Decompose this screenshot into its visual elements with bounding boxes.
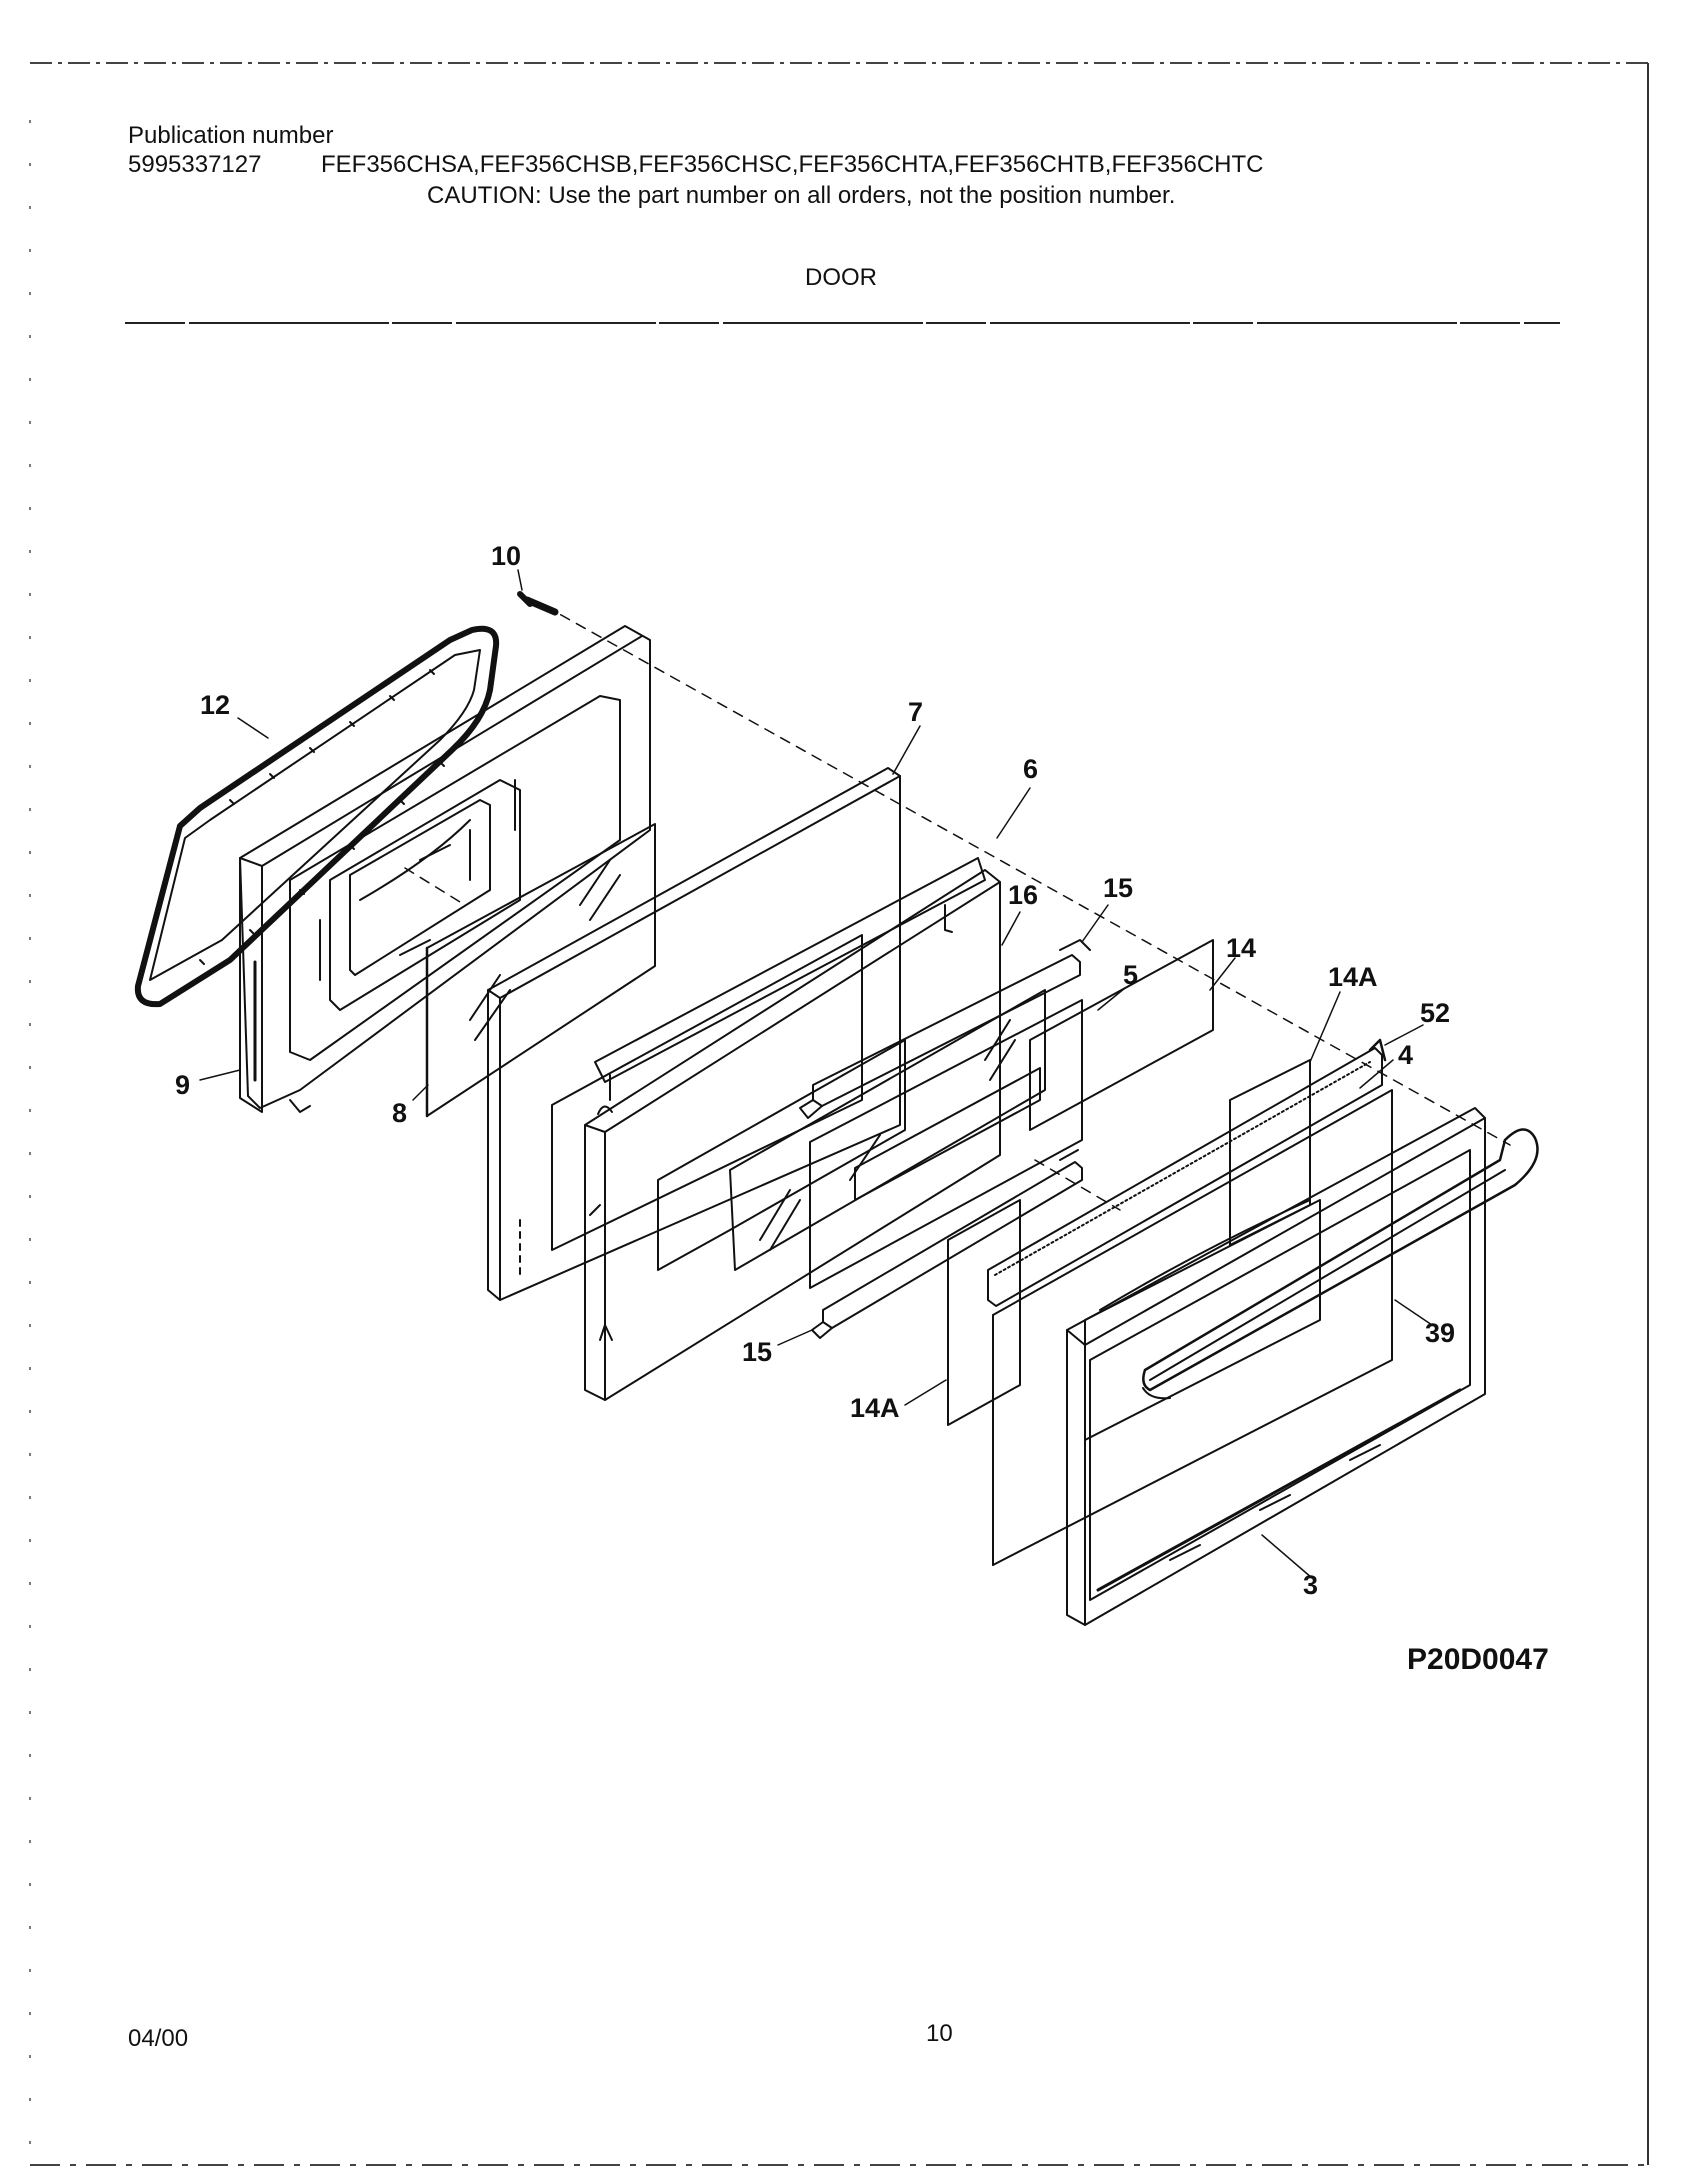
- insulation-part-14: [1029, 939, 1214, 1131]
- insulation-part-7: [487, 767, 901, 1301]
- drawing-code: P20D0047: [1407, 1643, 1549, 1676]
- callout-9: 9: [175, 1070, 191, 1100]
- gasket-part-12: [134, 625, 500, 1008]
- model-list: FEF356CHSA,FEF356CHSB,FEF356CHSC,FEF356C…: [321, 151, 1264, 178]
- callout-12: 12: [200, 690, 231, 720]
- callout-3: 3: [1303, 1570, 1319, 1600]
- glass-part-16: [729, 989, 1046, 1271]
- glass-part-5: [809, 999, 1083, 1289]
- leader-lines: [199, 569, 1433, 1579]
- callout-5: 5: [1123, 960, 1139, 990]
- callout-14A-upper: 14A: [1328, 962, 1378, 992]
- bracket-part-15-lower: [811, 1149, 1083, 1339]
- outer-frame-part-3: [1066, 1107, 1486, 1626]
- callout-6: 6: [1023, 754, 1039, 784]
- handle-part-39: [1142, 1128, 1539, 1400]
- callout-14A-lower: 14A: [850, 1393, 900, 1423]
- callout-52: 52: [1420, 998, 1451, 1028]
- publication-number: 5995337127: [128, 151, 262, 178]
- door-glass-part-4: [992, 1089, 1393, 1566]
- callout-14: 14: [1226, 933, 1257, 963]
- door-frame-part-6: [584, 857, 1001, 1401]
- callout-10: 10: [491, 541, 522, 571]
- section-title: DOOR: [805, 264, 877, 291]
- inner-door-part-9: [239, 625, 651, 1113]
- footer-date: 04/00: [128, 2025, 189, 2052]
- screw-part-10: [517, 591, 559, 616]
- inner-glass-part-8: [425, 823, 656, 1118]
- callout-16: 16: [1008, 880, 1039, 910]
- caution-note: CAUTION: Use the part number on all orde…: [427, 182, 1176, 209]
- callout-39: 39: [1425, 1318, 1456, 1348]
- callout-7: 7: [908, 697, 924, 727]
- callout-15-upper: 15: [1103, 873, 1134, 903]
- callout-8: 8: [392, 1098, 408, 1128]
- trim-part-52: [987, 1038, 1387, 1307]
- alignment-lines: [404, 605, 1511, 1211]
- callout-4: 4: [1398, 1040, 1414, 1070]
- insulation-part-14A-upper: [1229, 1059, 1311, 1246]
- bracket-part-15-upper: [799, 939, 1091, 1119]
- insulation-part-14A-lower: [947, 1199, 1021, 1426]
- footer-page-number: 10: [926, 2020, 953, 2047]
- callout-15-lower: 15: [742, 1337, 773, 1367]
- publication-label: Publication number: [128, 122, 334, 149]
